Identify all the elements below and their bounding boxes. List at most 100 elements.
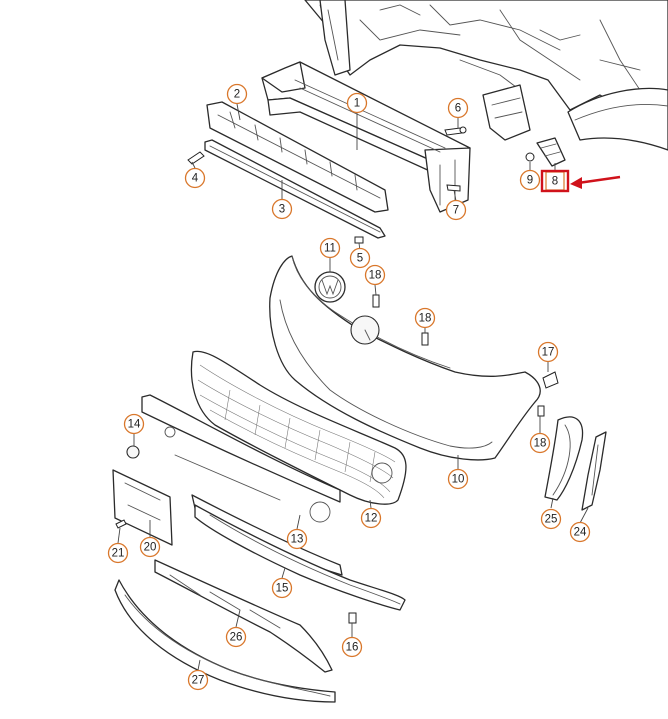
callout-spoiler: 15 [271,577,293,599]
callout-bolt-right-lower: 7 [445,199,467,221]
hardware-group [187,126,566,244]
callout-ring [226,83,248,105]
callout-label: 9 [527,175,533,187]
callout-label: 4 [192,173,199,185]
plate-holder [112,469,173,546]
plate-screw [115,519,127,529]
callout-label: 3 [279,204,285,216]
callout-screws: 18 [414,307,436,329]
bumper-carrier [261,61,471,213]
callout-label: 16 [346,642,359,654]
callout-ring [537,341,559,363]
callout-layer: 1234567891011121314151617181818202124252… [107,83,591,691]
callout-ring [414,307,436,329]
callout-ring [319,237,341,259]
callout-label: 26 [230,632,243,644]
wheel-arch-trim [544,416,584,501]
callout-ring [445,199,467,221]
callout-grille-lower: 13 [286,528,308,550]
callout-plate-holder: 20 [139,536,161,558]
callout-ring [349,247,371,269]
highlight-group [540,169,621,193]
callout-label: 1 [354,98,360,110]
callout-ring [360,507,382,529]
callout-ring [123,413,145,435]
arrow-icon [570,175,621,189]
callout-ring [139,536,161,558]
callout-bracket-right: 8 [545,171,565,191]
callout-ring [447,97,469,119]
callout-ring [187,669,209,691]
callout-label: 13 [291,534,304,546]
callout-label: 27 [192,675,205,687]
callout-screw-center: 5 [349,247,371,269]
grille-center [190,350,407,505]
callout-label: 18 [419,313,432,325]
callout-screws: 18 [364,264,386,286]
highlight-box [540,169,570,193]
callout-ring [225,626,247,648]
callout-label: 20 [144,542,157,554]
callout-label: 11 [324,243,336,255]
tow-cap [126,445,140,459]
callout-label: 7 [453,205,459,217]
callout-label: 25 [545,514,558,526]
callout-ring [184,167,206,189]
callout-nut-right: 9 [519,169,541,191]
body-structure [304,0,668,151]
callout-ring [271,198,293,220]
callout-ring [364,264,386,286]
callout-label: 24 [574,527,587,539]
callout-label: 18 [534,438,547,450]
callout-spreader-nut: 17 [537,341,559,363]
callout-ring [107,542,129,564]
callout-ring [271,577,293,599]
callout-wheel-arch-trim: 25 [540,508,562,530]
callout-screws: 18 [529,432,551,454]
callout-clip-left: 4 [184,167,206,189]
callout-bumper-cover: 10 [447,468,469,490]
callout-side-bracket: 24 [569,521,591,543]
callout-ring [341,636,363,658]
bottom-molding [114,579,336,703]
lower-panel [154,559,333,673]
callout-ring [540,508,562,530]
callout-grille-center: 12 [360,507,382,529]
callout-plate-screw: 21 [107,542,129,564]
callout-label: 21 [112,548,125,560]
grille-lower [191,494,343,576]
callout-label: 14 [128,419,141,431]
bumper-cover [269,255,541,479]
callout-bolt-right-upper: 6 [447,97,469,119]
callout-emblem: 11 [319,237,341,259]
callout-ring [346,92,368,114]
callout-label: 17 [542,347,555,359]
callout-ring [529,432,551,454]
callout-screw-bottom: 16 [341,636,363,658]
spoiler [194,504,406,611]
callout-ring [569,521,591,543]
callout-label: 12 [365,513,378,525]
callout-ring [519,169,541,191]
emblem [314,271,346,303]
lower-trim-strip [204,139,386,239]
callout-impact-absorber: 2 [226,83,248,105]
callout-label: 10 [452,474,465,486]
callout-label: 18 [369,270,382,282]
callout-label: 8 [552,176,558,188]
callout-lower-panel: 26 [225,626,247,648]
callout-label: 6 [455,103,461,115]
callout-label: 5 [357,253,363,265]
callout-label: 15 [276,583,289,595]
screws-group [348,294,559,624]
callout-lower-trim-strip: 3 [271,198,293,220]
callout-ring [447,468,469,490]
impact-absorber [206,101,389,213]
side-bracket [581,431,607,511]
callout-bumper-carrier: 1 [346,92,368,114]
callout-ring [286,528,308,550]
callout-bottom-molding: 27 [187,669,209,691]
callout-label: 2 [234,89,240,101]
